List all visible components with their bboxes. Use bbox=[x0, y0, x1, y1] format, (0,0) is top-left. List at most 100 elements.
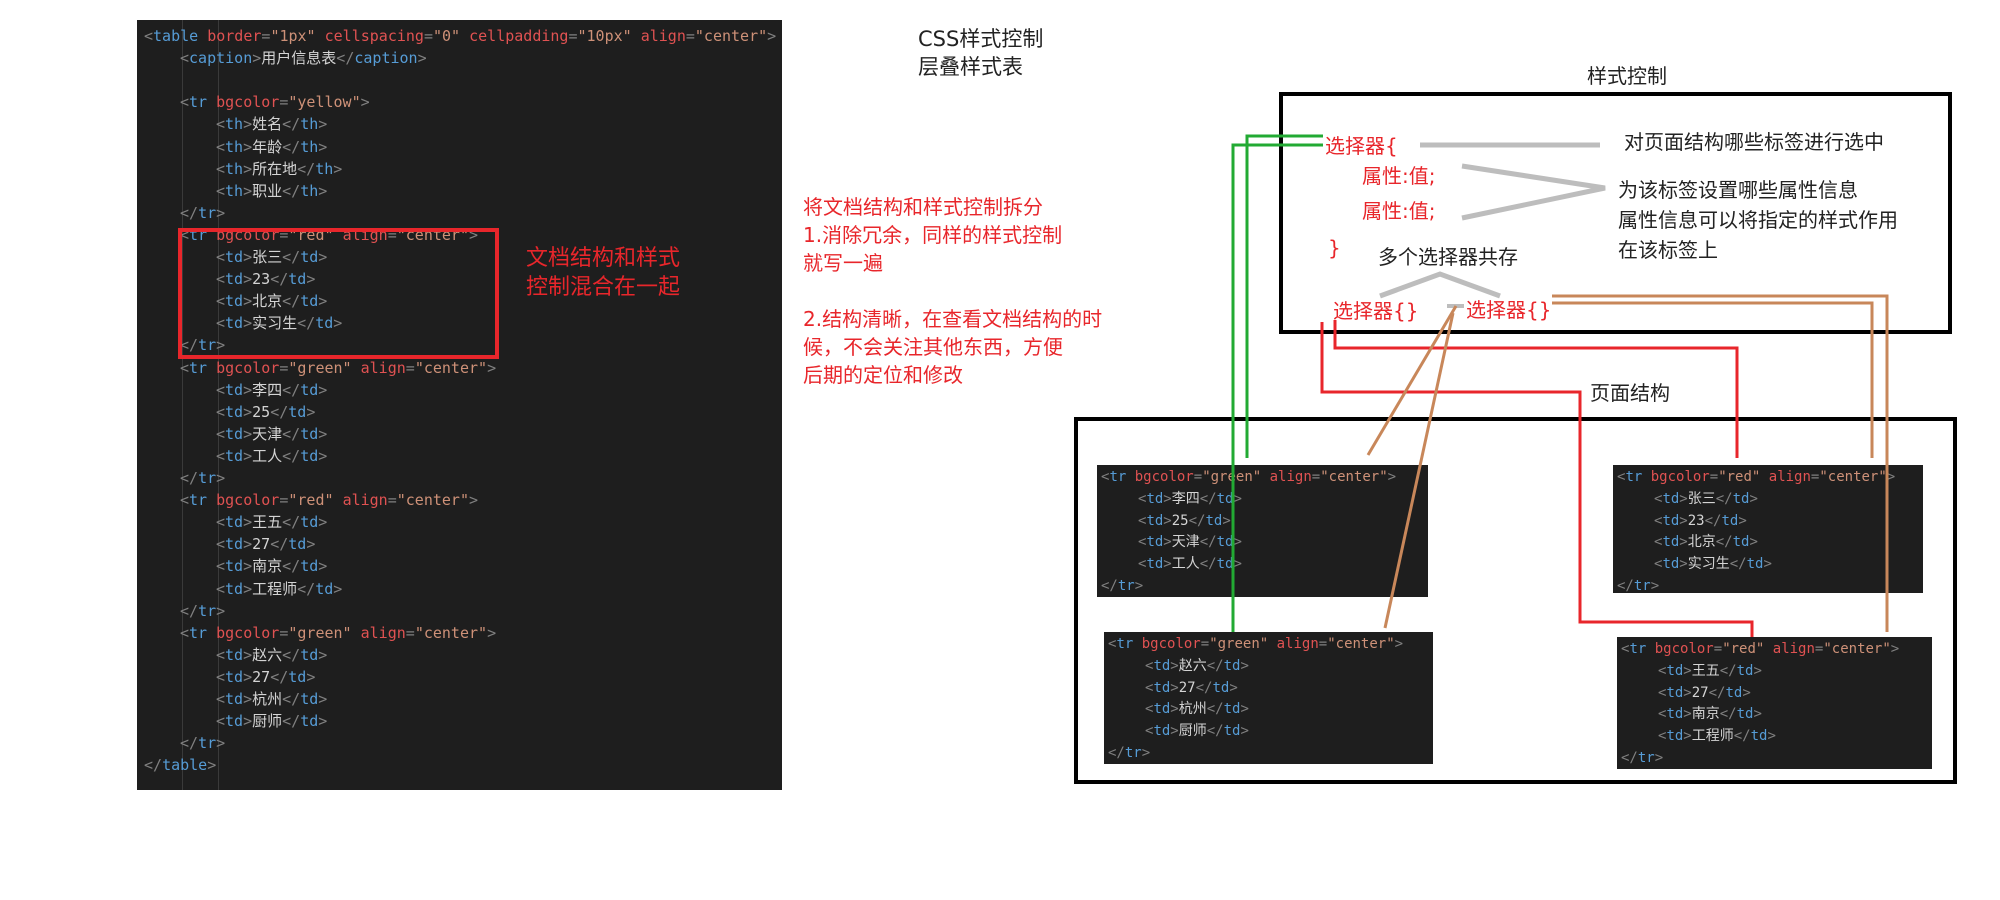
code-token: align bbox=[640, 27, 686, 45]
code-token: bgcolor bbox=[1654, 641, 1714, 657]
code-token: > bbox=[487, 623, 497, 642]
code-token: > bbox=[306, 535, 316, 554]
code-token: > bbox=[1233, 490, 1242, 507]
code-line: <td>张三</td> bbox=[216, 246, 327, 268]
code-token: td bbox=[225, 314, 244, 333]
selector-open: 选择器{ bbox=[1325, 134, 1398, 158]
code-token: > bbox=[318, 645, 328, 664]
code-token: > bbox=[1886, 469, 1896, 485]
code-token: > bbox=[318, 137, 328, 156]
code-token: > bbox=[1767, 728, 1776, 745]
code-token: > bbox=[1763, 556, 1772, 573]
code-token: = bbox=[1318, 636, 1328, 652]
code-token: align bbox=[360, 358, 406, 377]
code-token: </ bbox=[180, 336, 199, 355]
code-token: 厨师 bbox=[1178, 723, 1207, 740]
code-token: > bbox=[1749, 490, 1758, 507]
code-token: td bbox=[225, 557, 244, 576]
code-token: < bbox=[180, 491, 190, 510]
code-token: > bbox=[318, 690, 328, 708]
code-token: td bbox=[1746, 556, 1764, 573]
code-token: > bbox=[1229, 679, 1238, 696]
code-token: > bbox=[1679, 512, 1688, 529]
code-line: </tr> bbox=[180, 467, 225, 489]
code-token: </ bbox=[270, 535, 289, 554]
code-token: > bbox=[243, 446, 253, 465]
code-line: <td>王五</td> bbox=[1658, 661, 1762, 683]
code-token: tr bbox=[189, 358, 217, 377]
code-token: 南京 bbox=[1691, 706, 1720, 723]
code-token: < bbox=[216, 579, 226, 598]
code-token: < bbox=[216, 535, 226, 554]
code-token: = bbox=[261, 27, 271, 45]
code-token: < bbox=[1658, 728, 1667, 745]
code-token: 27 bbox=[252, 667, 271, 686]
code-token: > bbox=[252, 49, 262, 68]
code-token: = bbox=[405, 358, 415, 377]
code-token: </ bbox=[1199, 556, 1217, 573]
code-token: > bbox=[1134, 578, 1144, 594]
code-token: = bbox=[423, 27, 433, 45]
code-token: > bbox=[1170, 723, 1179, 740]
code-token: > bbox=[207, 756, 217, 775]
code-token: </ bbox=[297, 579, 316, 598]
green-line-1 bbox=[1245, 134, 1323, 458]
prop-line-2: 属性:值; bbox=[1362, 199, 1436, 223]
code-token: </ bbox=[282, 690, 301, 708]
code-token: > bbox=[243, 137, 253, 156]
code-token: 姓名 bbox=[252, 115, 283, 134]
code-token: > bbox=[216, 469, 226, 487]
code-token: > bbox=[243, 424, 253, 443]
code-token: </ bbox=[282, 248, 301, 266]
code-token: td bbox=[225, 579, 244, 598]
code-line: <td>工程师</td> bbox=[216, 578, 342, 600]
code-line: <td>实习生</td> bbox=[216, 312, 342, 334]
code-token: td bbox=[225, 535, 244, 554]
code-token: td bbox=[315, 314, 334, 333]
code-line: <tr bgcolor="red" align="center"> bbox=[180, 489, 478, 511]
indent-guide bbox=[218, 20, 219, 790]
code-token: > bbox=[1163, 556, 1172, 573]
code-token: </ bbox=[1101, 578, 1118, 594]
code-token: td bbox=[1153, 679, 1171, 696]
code-token: td bbox=[288, 270, 307, 289]
code-token: 南京 bbox=[252, 557, 283, 576]
code-token: = bbox=[279, 358, 289, 377]
code-token: > bbox=[1749, 534, 1758, 551]
code-token: align bbox=[1768, 469, 1811, 485]
code-token: < bbox=[1654, 556, 1663, 573]
code-line: <td>27</td> bbox=[1145, 678, 1238, 700]
code-token: < bbox=[1145, 723, 1154, 740]
split-note: 将文档结构和样式控制拆分 1.消除冗余，同样的样式控制 就写一遍 2.结构清晰，… bbox=[803, 195, 1103, 387]
code-token: table bbox=[153, 27, 208, 45]
code-token: bgcolor bbox=[1141, 636, 1201, 652]
code-token: td bbox=[1212, 679, 1230, 696]
code-token: td bbox=[225, 292, 244, 311]
code-token: = bbox=[1810, 469, 1820, 485]
code-token: td bbox=[225, 645, 244, 664]
code-token: > bbox=[1240, 701, 1249, 718]
main-code-editor: <table border="1px" cellspacing="0" cell… bbox=[137, 20, 782, 790]
code-token: > bbox=[1683, 684, 1692, 701]
code-token: 职业 bbox=[252, 181, 283, 200]
code-line: <td>23</td> bbox=[216, 268, 315, 290]
code-token: 所在地 bbox=[252, 159, 298, 178]
code-token: "red" bbox=[1718, 469, 1769, 485]
style-control-label: 样式控制 bbox=[1587, 64, 1667, 88]
code-token: > bbox=[1679, 490, 1688, 507]
code-line: <td>27</td> bbox=[216, 666, 315, 688]
code-token: 李四 bbox=[1171, 490, 1200, 507]
code-token: < bbox=[216, 712, 226, 731]
code-token: = bbox=[279, 491, 289, 510]
code-token: 杭州 bbox=[252, 690, 283, 708]
code-line: <tr bgcolor="red" align="center"> bbox=[1617, 467, 1895, 489]
style-control-box bbox=[1279, 92, 1952, 334]
code-line: </tr> bbox=[1101, 576, 1143, 597]
code-token: > bbox=[1679, 534, 1688, 551]
code-token: > bbox=[243, 667, 253, 686]
code-token: > bbox=[487, 358, 497, 377]
code-token: > bbox=[1240, 657, 1249, 674]
code-token: 北京 bbox=[252, 292, 283, 311]
title-css: CSS样式控制 bbox=[918, 27, 1044, 51]
code-token: > bbox=[1650, 578, 1660, 593]
